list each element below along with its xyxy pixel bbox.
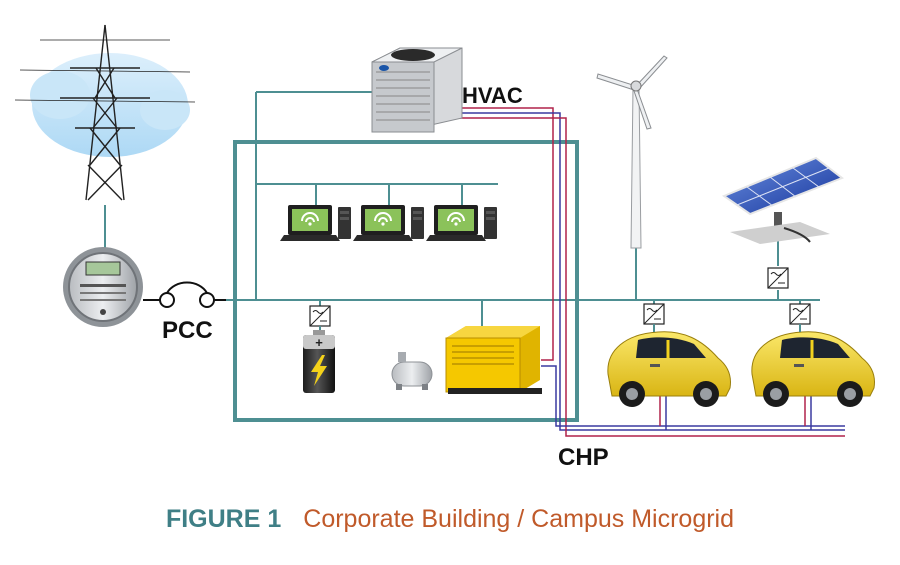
- car-icon: [751, 331, 875, 407]
- figure-title: Corporate Building / Campus Microgrid: [303, 505, 735, 533]
- battery-icon: +: [303, 330, 335, 393]
- car-icon: [607, 331, 731, 407]
- laptop-icon: [280, 205, 351, 241]
- solar-panel-icon: [721, 156, 845, 244]
- generator-icon: [445, 326, 542, 394]
- hvac-label: HVAC: [462, 83, 523, 108]
- hvac-unit-icon: [371, 47, 463, 133]
- electric-meter-icon: [63, 247, 143, 327]
- transmission-tower-icon: [14, 24, 196, 201]
- thermal-loop: [460, 107, 845, 437]
- svg-text:+: +: [315, 335, 323, 350]
- tank-icon: [391, 352, 433, 390]
- laptop-icon: [426, 205, 497, 241]
- wind-turbine-icon: [596, 55, 668, 249]
- switch-icon: [143, 281, 226, 308]
- converter-icon: [767, 267, 789, 289]
- figure-number: FIGURE 1: [165, 505, 282, 533]
- converter-icon: [309, 305, 331, 327]
- building-boundary: [233, 140, 579, 422]
- converter-icon: [789, 303, 811, 325]
- laptop-icon: [353, 205, 424, 241]
- chp-label: CHP: [558, 444, 609, 471]
- converter-icon: [643, 303, 665, 325]
- pcc-label: PCC: [162, 317, 213, 344]
- figure-caption: FIGURE 1 Corporate Building / Campus Micr…: [0, 505, 900, 534]
